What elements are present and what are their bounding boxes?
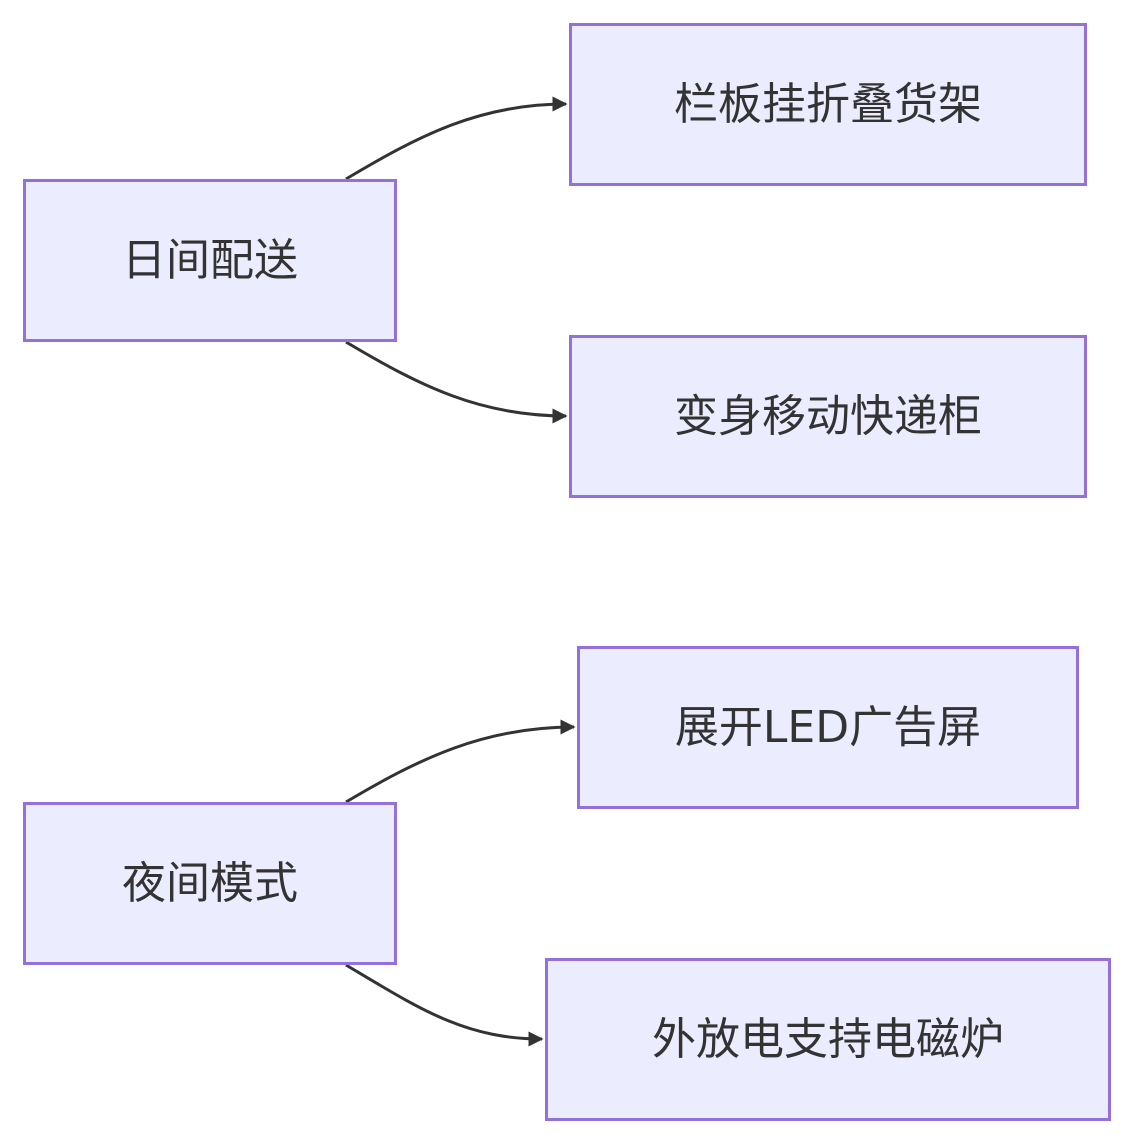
node-power-output: 外放电支持电磁炉	[545, 958, 1111, 1121]
edge-day-to-rack	[345, 96, 568, 181]
edge-night-to-power	[345, 963, 544, 1047]
node-folding-rack: 栏板挂折叠货架	[569, 23, 1087, 186]
node-power-output-label: 外放电支持电磁炉	[652, 1013, 1004, 1065]
node-mobile-locker: 变身移动快递柜	[569, 335, 1087, 498]
node-led-screen: 展开LED广告屏	[577, 646, 1079, 809]
node-folding-rack-label: 栏板挂折叠货架	[674, 78, 982, 130]
node-day-delivery: 日间配送	[23, 179, 397, 342]
node-day-delivery-label: 日间配送	[122, 234, 298, 286]
edge-day-to-cabinet	[345, 340, 568, 424]
node-night-mode: 夜间模式	[23, 802, 397, 965]
node-night-mode-label: 夜间模式	[122, 857, 298, 909]
node-mobile-locker-label: 变身移动快递柜	[674, 390, 982, 442]
edge-night-to-led	[345, 719, 576, 804]
node-led-screen-label: 展开LED广告屏	[674, 701, 982, 753]
